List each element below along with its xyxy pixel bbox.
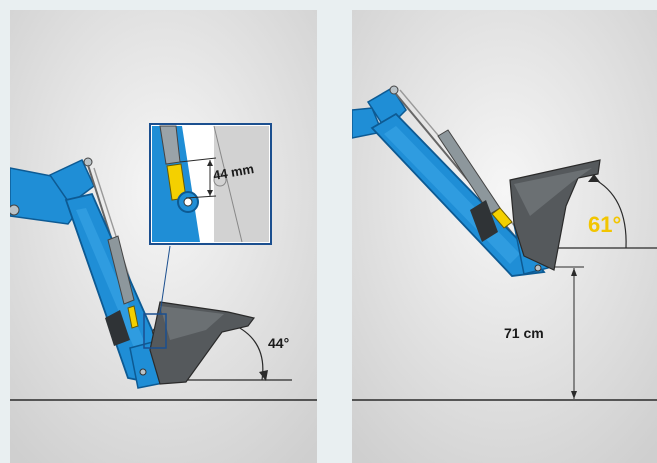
pivot-pin: [10, 204, 20, 216]
left-panel: 44 mm 44°: [10, 10, 317, 463]
block-plate: [470, 200, 498, 242]
angle-arrowhead: [259, 370, 268, 381]
left-diagram: 44 mm 44°: [10, 10, 317, 463]
height-arrow-down: [571, 391, 577, 399]
detail-inset: 44 mm: [149, 123, 272, 245]
right-diagram: 71 cm 61°: [352, 10, 657, 463]
cylinder-rod: [127, 305, 139, 329]
detail-marker: [143, 313, 167, 349]
linkage-pin-2: [534, 264, 542, 272]
bucket-inner: [160, 306, 224, 340]
cylinder-body: [107, 235, 135, 305]
measure-arrow-down: [207, 190, 213, 196]
inset-measure-label: 44 mm: [212, 161, 255, 183]
angle-arrowhead: [588, 174, 600, 182]
right-angle-label: 61°: [588, 212, 621, 237]
inset-plate-edge: [213, 125, 243, 243]
measure-arrow-up: [207, 160, 213, 166]
inset-pivot-pin: [183, 197, 193, 207]
bracket-pin: [389, 85, 399, 95]
measure-tick-bottom: [185, 195, 217, 199]
bucket-inner: [514, 168, 592, 216]
right-panel: 71 cm 61°: [352, 10, 657, 463]
linkage-pin-2: [139, 368, 147, 376]
inset-plate: [214, 126, 269, 242]
measure-tick-top: [179, 157, 217, 163]
detail-leader: [159, 245, 171, 315]
bracket-pin: [83, 157, 93, 167]
height-arrow-up: [571, 268, 577, 276]
left-angle-label: 44°: [268, 335, 289, 351]
inset-hole: [213, 173, 227, 187]
boom-highlight: [76, 208, 148, 362]
height-label: 71 cm: [504, 325, 544, 341]
block-plate: [105, 310, 130, 346]
cylinder-rod: [491, 207, 513, 229]
